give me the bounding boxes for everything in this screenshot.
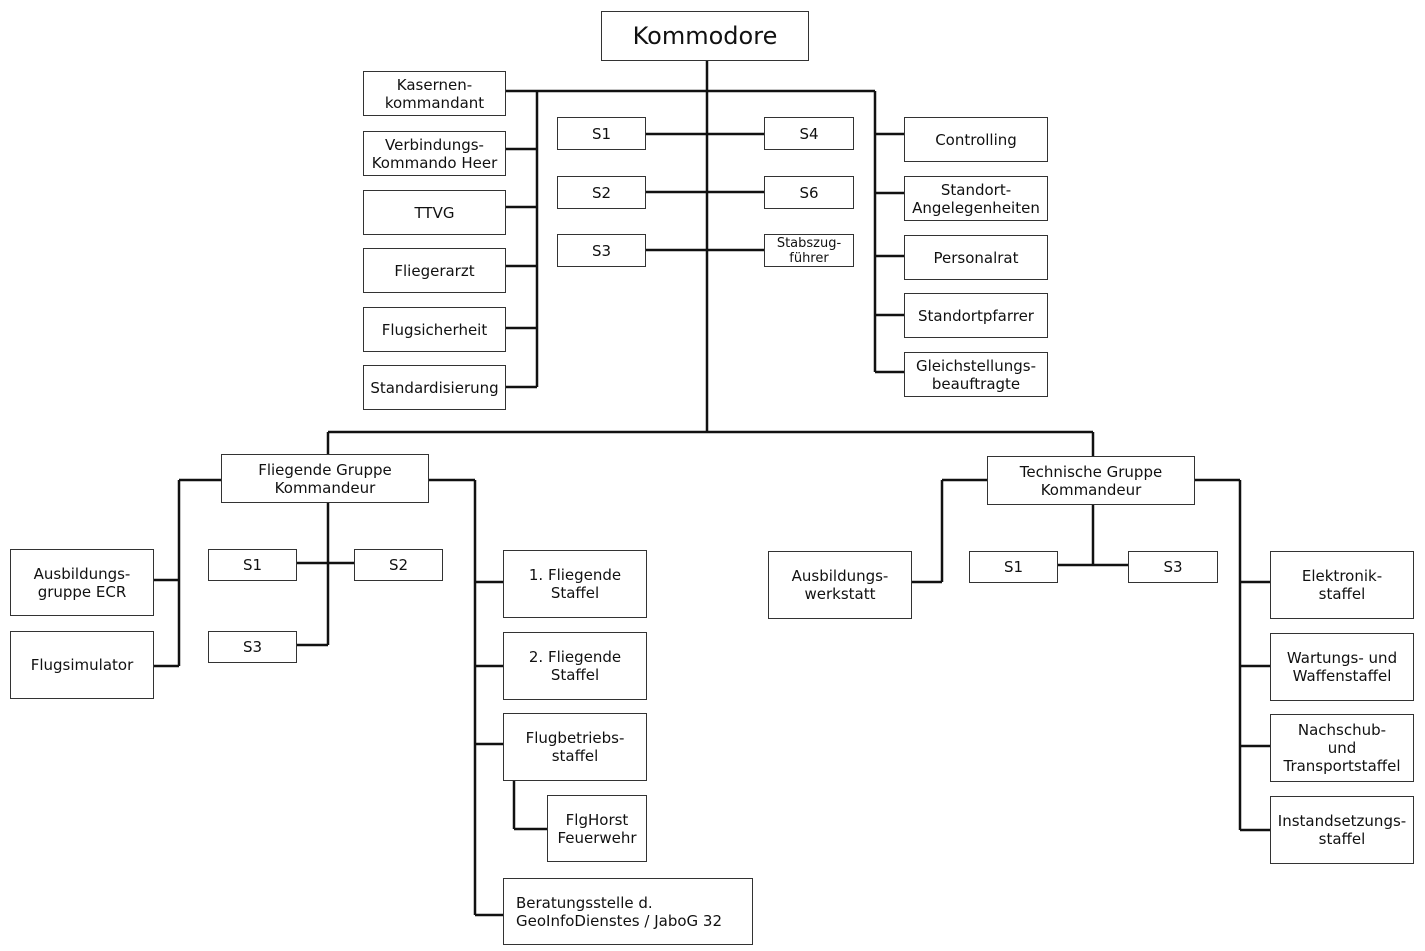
flying-staff-s3: S3: [208, 631, 297, 663]
technical-staff-s3: S3: [1128, 551, 1218, 583]
unit-wartungs-waffenstaffel: Wartungs- und Waffenstaffel: [1270, 633, 1414, 701]
unit-beratungsstelle: Beratungsstelle d. GeoInfoDienstes / Jab…: [503, 878, 753, 945]
staff-verbindungskommando: Verbindungs- Kommando Heer: [363, 131, 506, 176]
staff-standortangelegenheiten: Standort- Angelegenheiten: [904, 176, 1048, 221]
technical-group-commander: Technische Gruppe Kommandeur: [987, 456, 1195, 505]
flying-staff-s1: S1: [208, 549, 297, 581]
staff-standardisierung: Standardisierung: [363, 365, 506, 410]
staff-gleichstellungsbeauftragte: Gleichstellungs- beauftragte: [904, 352, 1048, 397]
unit-flugsimulator: Flugsimulator: [10, 631, 154, 699]
unit-1-fliegende-staffel: 1. Fliegende Staffel: [503, 550, 647, 618]
staff-ttvg: TTVG: [363, 190, 506, 235]
staff-s1: S1: [557, 117, 646, 150]
staff-personalrat: Personalrat: [904, 235, 1048, 280]
kommodore-box: Kommodore: [601, 11, 809, 61]
staff-flugsicherheit: Flugsicherheit: [363, 307, 506, 352]
unit-flghorst-feuerwehr: FlgHorst Feuerwehr: [547, 795, 647, 862]
unit-2-fliegende-staffel: 2. Fliegende Staffel: [503, 632, 647, 700]
staff-stabszugfuehrer: Stabszug- führer: [764, 234, 854, 267]
unit-instandsetzungsstaffel: Instandsetzungs- staffel: [1270, 796, 1414, 864]
staff-fliegerarzt: Fliegerarzt: [363, 248, 506, 293]
unit-ausbildungsgruppe-ecr: Ausbildungs- gruppe ECR: [10, 549, 154, 616]
technical-staff-s1: S1: [969, 551, 1058, 583]
flying-staff-s2: S2: [354, 549, 443, 581]
unit-nachschub-transportstaffel: Nachschub- und Transportstaffel: [1270, 714, 1414, 782]
unit-elektronikstaffel: Elektronik- staffel: [1270, 551, 1414, 619]
staff-s6: S6: [764, 176, 854, 209]
staff-kasernenkommandant: Kasernen- kommandant: [363, 71, 506, 116]
unit-ausbildungswerkstatt: Ausbildungs- werkstatt: [768, 551, 912, 619]
staff-s3: S3: [557, 234, 646, 267]
staff-standortpfarrer: Standortpfarrer: [904, 293, 1048, 338]
staff-s4: S4: [764, 117, 854, 150]
staff-s2: S2: [557, 176, 646, 209]
unit-flugbetriebsstaffel: Flugbetriebs- staffel: [503, 713, 647, 781]
staff-controlling: Controlling: [904, 117, 1048, 162]
flying-group-commander: Fliegende Gruppe Kommandeur: [221, 454, 429, 503]
